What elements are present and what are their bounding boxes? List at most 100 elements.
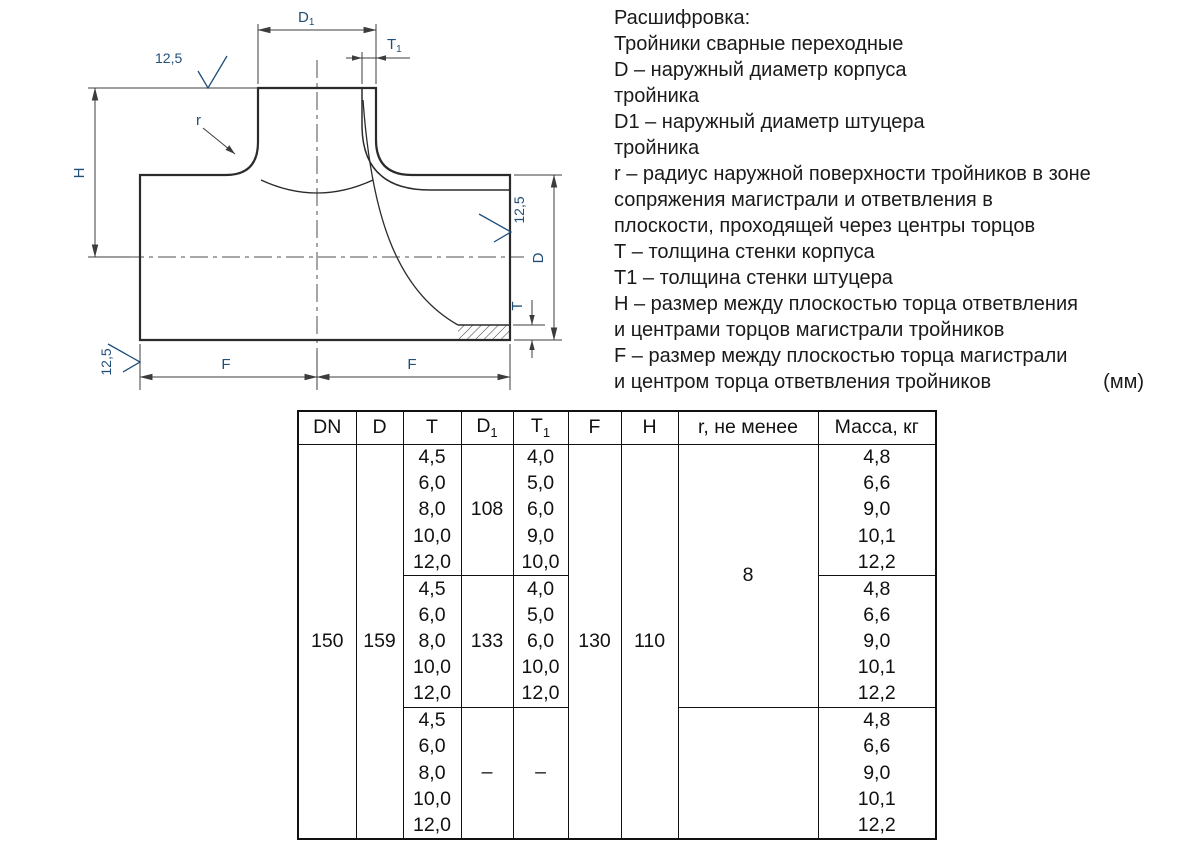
cell-t1: 12,0 <box>512 680 569 708</box>
table-row: 12,0 12,2 <box>298 812 937 839</box>
d-label: D <box>530 252 547 263</box>
table-row: 10,0 10,0 10,1 <box>298 654 937 681</box>
cell-h: 110 <box>620 444 679 839</box>
legend-line-last: и центром торца ответвления тройников (м… <box>614 369 1144 395</box>
col-header-f: F <box>567 411 622 445</box>
cell-mass: 12,2 <box>817 549 937 576</box>
table-row: 6,0 5,0 6,6 <box>298 601 937 629</box>
table-row: 8,0 6,0 9,0 <box>298 628 937 655</box>
saddle-curve <box>260 179 374 194</box>
dimension-t1: T1 <box>346 36 410 84</box>
cell-mass: 12,2 <box>817 680 937 708</box>
t-label: T <box>509 301 526 310</box>
dimension-d1: D1 <box>257 9 377 84</box>
cell-t: 4,5 <box>402 444 462 471</box>
d1-label: D1 <box>298 9 315 28</box>
legend-line: сопряжения магистрали и ответвления в <box>614 189 993 211</box>
cell-d: 159 <box>355 444 404 839</box>
cell-t: 4,5 <box>402 706 462 734</box>
legend-line: F – размер между плоскостью торца магист… <box>614 345 1068 367</box>
cell-t: 4,5 <box>402 575 462 602</box>
col-header-t1: T1 <box>512 411 569 445</box>
t1-label: T1 <box>387 36 402 55</box>
col-header-h: H <box>620 411 679 445</box>
table-row: 8,0 6,0 9,0 <box>298 496 937 523</box>
weld-seam-curve <box>362 99 459 326</box>
cell-t1: 6,0 <box>512 496 569 523</box>
table-row: 10,0 9,0 10,1 <box>298 522 937 550</box>
centerlines <box>126 60 524 352</box>
table-row: 8,0 9,0 <box>298 759 937 787</box>
svg-text:12,5: 12,5 <box>155 50 182 66</box>
cell-mass: 9,0 <box>817 759 937 787</box>
cell-t1: 9,0 <box>512 522 569 550</box>
cell-t1: 10,0 <box>512 654 569 681</box>
roughness-mark-bottom: 12,5 <box>98 343 142 376</box>
roughness-mark-right: 12,5 <box>478 196 527 243</box>
col-header-d: D <box>355 411 404 445</box>
cell-f: 130 <box>567 444 622 839</box>
table-row: 6,0 5,0 6,6 <box>298 470 937 497</box>
f-right-label: F <box>407 356 416 373</box>
legend: Расшифровка: Тройники сварные переходные… <box>614 5 1144 395</box>
legend-line: D1 – наружный диаметр штуцера <box>614 111 925 133</box>
cell-d1: – <box>460 706 514 839</box>
svg-text:12,5: 12,5 <box>98 348 114 375</box>
cell-mass: 9,0 <box>817 496 937 523</box>
table-row: 4,5 – – 4,8 <box>298 706 937 839</box>
cell-t: 8,0 <box>402 759 462 787</box>
cell-t1: 4,0 <box>512 444 569 471</box>
f-left-label: F <box>221 356 230 373</box>
legend-line: и центром торца ответвления тройников <box>614 371 992 393</box>
cell-mass: 9,0 <box>817 628 937 655</box>
cell-t: 8,0 <box>402 496 462 523</box>
cell-r: 8 <box>677 444 819 708</box>
h-label: H <box>71 168 88 179</box>
table-row: 4,5 133 4,0 4,8 <box>298 575 937 708</box>
cell-mass: 6,6 <box>817 601 937 629</box>
cell-mass: 10,1 <box>817 786 937 813</box>
col-header-t: T <box>402 411 462 445</box>
table-row: 150 159 4,5 108 4,0 130 110 8 4,8 <box>297 444 937 839</box>
legend-title: Расшифровка: <box>614 7 751 29</box>
tee-outline <box>138 86 512 342</box>
cell-mass: 6,6 <box>817 733 937 760</box>
legend-line: Тройники сварные переходные <box>614 33 904 55</box>
r-label: r <box>196 112 201 129</box>
cell-dn: 150 <box>297 444 357 839</box>
cell-t: 12,0 <box>402 549 462 576</box>
cell-t: 8,0 <box>402 628 462 655</box>
cell-t: 6,0 <box>402 733 462 760</box>
header-row: DN D T D1 T1 F H r, не менее Масса, кг <box>297 411 937 445</box>
cell-mass: 4,8 <box>817 706 937 734</box>
cell-t: 12,0 <box>402 680 462 708</box>
legend-line: Т1 – толщина стенки штуцера <box>614 267 893 289</box>
cell-mass: 12,2 <box>817 812 937 839</box>
table-row: 6,0 6,6 <box>298 733 937 760</box>
hatch-bottom-wall <box>458 324 510 340</box>
cell-t: 10,0 <box>402 654 462 681</box>
cell-t1: 5,0 <box>512 601 569 629</box>
roughness-mark-top: 12,5 <box>155 50 228 90</box>
cell-mass: 6,6 <box>817 470 937 497</box>
cell-mass: 4,8 <box>817 444 937 471</box>
table-row: 10,0 10,1 <box>298 786 937 813</box>
cell-t1: 6,0 <box>512 628 569 655</box>
legend-line: тройника <box>614 137 700 159</box>
cell-t1: 10,0 <box>512 549 569 576</box>
cell-d1: 133 <box>460 575 514 708</box>
col-header-dn: DN <box>297 411 357 445</box>
cell-t1: 4,0 <box>512 575 569 602</box>
legend-line: Н – размер между плоскостью торца ответв… <box>614 293 1078 315</box>
legend-line: r – радиус наружной поверхности тройнико… <box>614 163 1091 185</box>
table-row: 12,0 10,0 12,2 <box>298 549 937 576</box>
spec-table: DN D T D1 T1 F H r, не менее Масса, кг 1… <box>297 410 937 840</box>
cell-mass: 10,1 <box>817 654 937 681</box>
legend-line: Т – толщина стенки корпуса <box>614 241 875 263</box>
cell-r-empty <box>677 706 819 839</box>
cell-t: 6,0 <box>402 601 462 629</box>
col-header-d1: D1 <box>460 411 514 445</box>
cell-t: 6,0 <box>402 470 462 497</box>
legend-line: тройника <box>614 85 700 107</box>
